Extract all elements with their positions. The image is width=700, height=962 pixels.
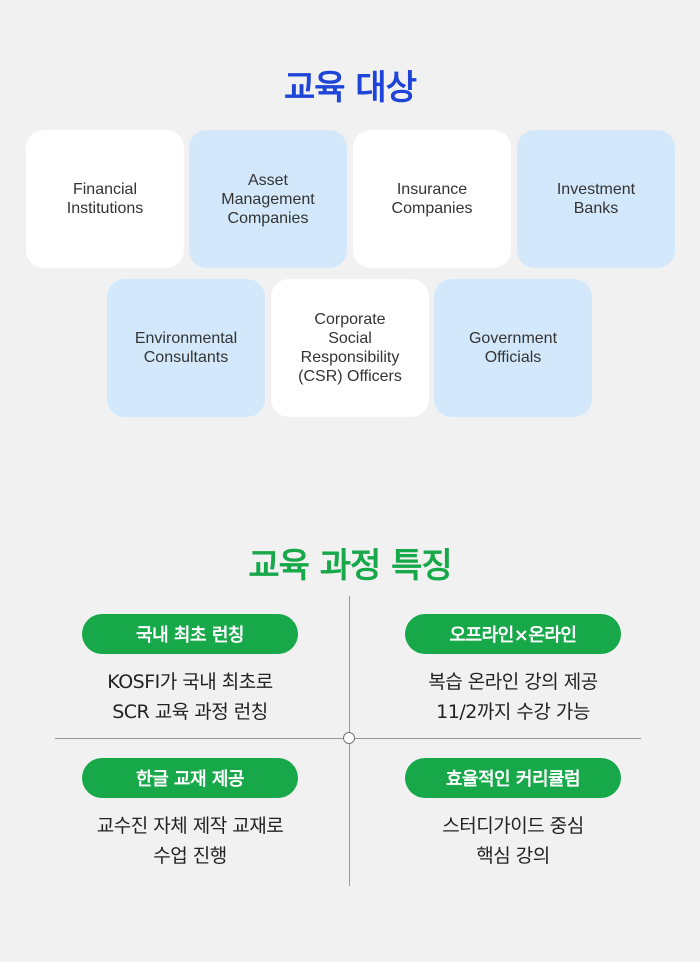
audience-card-csr-officers: Corporate Social Responsibility (CSR) Of… xyxy=(271,279,429,417)
audience-card-asset-management: Asset Management Companies xyxy=(189,130,347,268)
divider-center-dot xyxy=(343,732,355,744)
audience-card-investment-banks: Investment Banks xyxy=(517,130,675,268)
feature-description: 복습 온라인 강의 제공 11/2까지 수강 가능 xyxy=(428,671,598,723)
feature-badge: 효율적인 커리큘럼 xyxy=(405,758,621,798)
audience-card-financial-institutions: Financial Institutions xyxy=(26,130,184,268)
feature-description: 교수진 자체 제작 교재로 수업 진행 xyxy=(96,815,284,867)
audience-title: 교육 대상 xyxy=(284,68,417,108)
feature-badge: 한글 교재 제공 xyxy=(82,758,298,798)
audience-card-environmental-consultants: Environmental Consultants xyxy=(107,279,265,417)
features-title: 교육 과정 특징 xyxy=(248,546,452,586)
feature-description: KOSFI가 국내 최초로 SCR 교육 과정 런칭 xyxy=(107,671,273,723)
feature-description: 스터디가이드 중심 핵심 강의 xyxy=(442,815,584,867)
audience-card-insurance: Insurance Companies xyxy=(353,130,511,268)
feature-badge: 오프라인×온라인 xyxy=(405,614,621,654)
audience-card-government-officials: Government Officials xyxy=(434,279,592,417)
feature-badge: 국내 최초 런칭 xyxy=(82,614,298,654)
